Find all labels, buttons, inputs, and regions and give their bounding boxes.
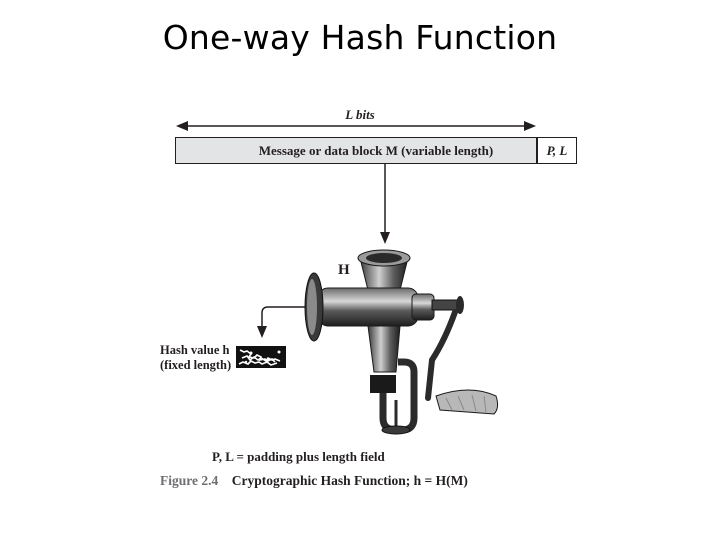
figure-caption: Figure 2.4 Cryptographic Hash Function; … xyxy=(160,473,468,489)
hash-value-label: Hash value h (fixed length) xyxy=(160,343,231,373)
message-label: Message or data block M (variable length… xyxy=(258,142,494,158)
function-label: H xyxy=(338,262,350,278)
caption-number: Figure 2.4 xyxy=(160,473,219,488)
length-label: L bits xyxy=(320,107,400,123)
hash-noise-icon xyxy=(236,346,286,368)
length-label-text: L bits xyxy=(345,107,375,122)
hash-value-line1: Hash value h xyxy=(160,343,230,357)
padding-length-block: P, L xyxy=(537,137,577,164)
padding-note: P, L = padding plus length field xyxy=(212,449,385,464)
output-arrow xyxy=(257,306,305,338)
slide-title: One-way Hash Function xyxy=(162,18,558,57)
caption-text: Cryptographic Hash Function; h = H(M) xyxy=(231,473,468,488)
hash-value-line2: (fixed length) xyxy=(160,358,232,372)
length-arrow xyxy=(176,121,536,131)
padding-label: P, L xyxy=(546,142,568,158)
message-block: Message or data block M (variable length… xyxy=(175,137,537,164)
input-arrow xyxy=(380,164,390,244)
meat-grinder-icon xyxy=(304,249,499,435)
